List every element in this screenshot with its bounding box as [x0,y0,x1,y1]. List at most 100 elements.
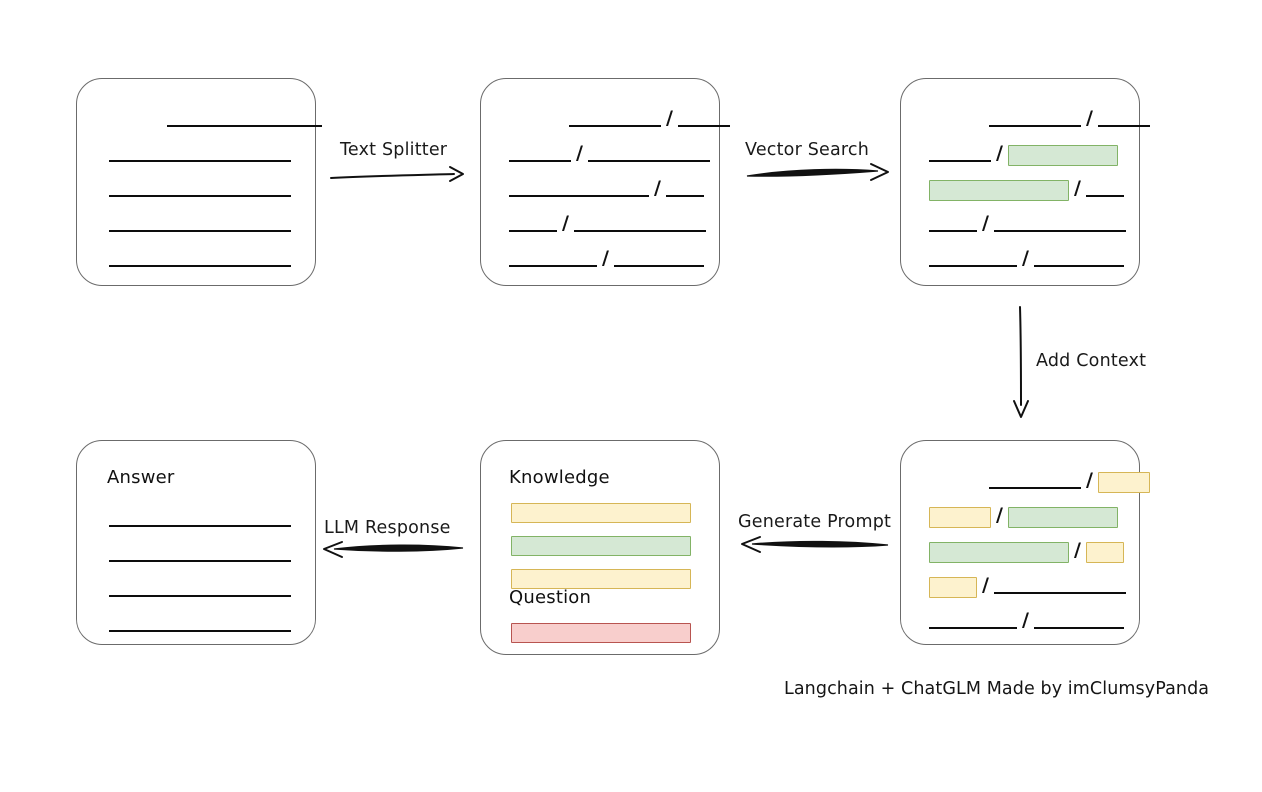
card-split-chunks[interactable]: / / / / / [480,78,730,286]
row-line [109,195,291,197]
document-row: / [929,212,1126,234]
document-row: / [509,144,710,164]
document-row [109,546,291,564]
row-chip-green [1007,144,1118,166]
row-line [989,487,1081,489]
row-line [167,125,322,127]
row-line [509,160,571,162]
document-row: / [929,574,1126,598]
row-slash: / [562,212,569,234]
document-row: / [509,247,704,269]
row-chip-green [929,179,1069,201]
row-line [587,160,710,162]
document-row: / [929,142,1118,166]
footer-credit: Langchain + ChatGLM Made by imClumsyPand… [784,679,1210,699]
row-line [929,627,1017,629]
prompt-knowledge-bar-1[interactable] [511,503,691,523]
arrow-llm-response-glyph [323,541,464,558]
card-matched-chunks[interactable]: ///// [900,78,1150,286]
row-slash: / [982,574,989,596]
arrow-llm-response-label: LLM Response [324,518,451,538]
document-row: / [929,611,1124,631]
arrow-vector-search-label: Vector Search [745,140,870,160]
card-context-chunks[interactable]: / / / / / [900,440,1150,645]
row-line [1033,627,1124,629]
source-document-rows [77,79,322,285]
row-slash: / [982,212,989,234]
row-slash: / [1074,539,1081,561]
card-answer[interactable]: Answer [76,440,316,645]
row-line [109,525,291,527]
answer-label: Answer [107,467,175,488]
row-slash: / [996,142,1003,164]
row-line [109,560,291,562]
row-slash: / [666,107,673,129]
row-line [569,125,661,127]
prompt-question-bar-1[interactable] [511,623,691,643]
arrow-text-splitter-label: Text Splitter [340,140,448,160]
document-row [109,146,291,164]
row-line [109,160,291,162]
row-line [1085,195,1124,197]
arrow-vector-search-glyph [746,163,889,181]
document-row [109,216,291,234]
row-line [1033,265,1124,267]
document-row [109,181,291,199]
arrow-generate-prompt-label: Generate Prompt [738,512,892,532]
arrow-generate-prompt-glyph [741,536,889,553]
row-slash: / [996,504,1003,526]
arrow-text-splitter-glyph [330,166,464,182]
row-line [109,265,291,267]
prompt-knowledge-label: Knowledge [509,467,610,488]
document-row: / [569,107,730,129]
row-line [109,595,291,597]
card-prompt[interactable]: Knowledge Question [480,440,720,655]
row-line [509,265,597,267]
prompt-knowledge-bar-2[interactable] [511,536,691,556]
row-line [677,125,730,127]
row-line [929,160,991,162]
document-row: / [989,469,1150,493]
row-slash: / [1022,247,1029,269]
row-chip-yellow [929,576,977,598]
row-line [929,265,1017,267]
prompt-question-label: Question [509,587,592,608]
document-row [109,616,291,634]
row-line [573,230,706,232]
document-row: / [509,177,704,199]
row-line [109,630,291,632]
split-chunks-rows: / / / / / [481,79,730,285]
row-line [993,592,1126,594]
arrow-generate-prompt: Generate Prompt [738,512,892,564]
document-row: / [929,539,1124,563]
row-chip-green [1007,506,1118,528]
prompt-knowledge-bar-3[interactable] [511,569,691,589]
context-chunks-rows: / / / / / [901,441,1150,644]
document-row: / [929,504,1118,528]
row-chip-yellow [1097,471,1150,493]
row-slash: / [654,177,661,199]
row-chip-green [929,541,1069,563]
document-row [109,511,291,529]
row-slash: / [1086,469,1093,491]
document-row: / [929,247,1124,269]
row-line [989,125,1081,127]
row-line [613,265,704,267]
row-line [665,195,704,197]
row-slash: / [602,247,609,269]
document-row [109,581,291,599]
matched-chunks-rows: ///// [901,79,1150,285]
arrow-llm-response: LLM Response [320,518,465,570]
arrow-add-context-glyph [1013,306,1029,418]
row-line [509,230,557,232]
arrow-add-context-label: Add Context [1036,351,1147,371]
row-line [1097,125,1150,127]
row-line [993,230,1126,232]
row-line [929,230,977,232]
card-source-document[interactable] [76,78,322,286]
row-chip-yellow [929,506,991,528]
arrow-vector-search: Vector Search [745,140,890,192]
document-row: / [509,212,706,234]
arrow-add-context: Add Context [1008,305,1158,420]
